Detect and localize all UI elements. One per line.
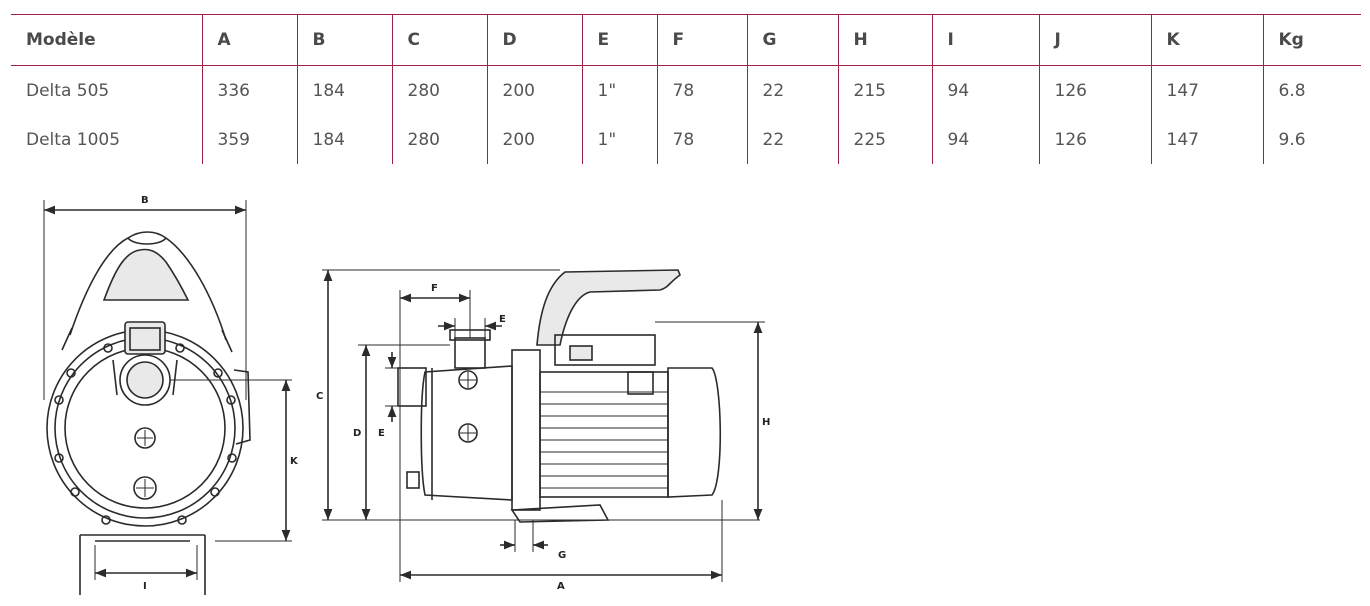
- col-header-e: E: [581, 14, 657, 66]
- pump-front-view: B K I: [43, 195, 299, 595]
- col-header-i: I: [931, 14, 1039, 66]
- cell-j: 126: [1038, 65, 1151, 115]
- cell-c: 280: [391, 65, 487, 115]
- cell-a: 336: [201, 65, 297, 115]
- dim-label-d: D: [353, 428, 361, 439]
- dim-label-e-side: E: [378, 428, 385, 439]
- col-header-j: J: [1038, 14, 1151, 66]
- col-header-f: F: [656, 14, 747, 66]
- table-row: Delta 1005 359 184 280 200 1" 78 22 225 …: [11, 115, 1361, 164]
- cell-f: 78: [656, 65, 747, 115]
- cell-model: Delta 1005: [26, 129, 121, 150]
- col-header-a: A: [201, 14, 297, 66]
- dim-label-a: A: [557, 581, 565, 592]
- cell-i: 94: [931, 65, 1039, 115]
- cell-j: 126: [1038, 115, 1151, 164]
- cell-a: 359: [201, 115, 297, 164]
- cell-b: 184: [296, 65, 392, 115]
- cell-e: 1": [581, 65, 657, 115]
- cell-g: 22: [746, 115, 838, 164]
- col-header-c: C: [391, 14, 487, 66]
- col-header-k: K: [1150, 14, 1263, 66]
- cell-h: 215: [837, 65, 932, 115]
- cell-g: 22: [746, 65, 838, 115]
- pump-side-view: F E C D E H G A: [316, 269, 770, 592]
- cell-b: 184: [296, 115, 392, 164]
- dim-label-b: B: [141, 195, 149, 206]
- cell-e: 1": [581, 115, 657, 164]
- cell-i: 94: [931, 115, 1039, 164]
- dimensions-table: Modèle A B C D E F G H I J K Kg Delta 50…: [11, 14, 1361, 164]
- dim-label-e-top: E: [499, 314, 506, 325]
- dim-label-c: C: [316, 391, 323, 402]
- col-header-b: B: [296, 14, 392, 66]
- col-header-g: G: [746, 14, 838, 66]
- cell-k: 147: [1150, 65, 1263, 115]
- bolt-holes: [54, 333, 237, 525]
- col-header-kg: Kg: [1262, 14, 1361, 66]
- dim-label-f: F: [431, 283, 438, 294]
- cell-d: 200: [486, 65, 582, 115]
- table-row: Delta 505 336 184 280 200 1" 78 22 215 9…: [11, 65, 1361, 115]
- cell-kg: 6.8: [1262, 65, 1361, 115]
- dim-label-g: G: [558, 550, 566, 561]
- dim-label-k: K: [290, 456, 299, 467]
- cell-k: 147: [1150, 115, 1263, 164]
- cell-kg: 9.6: [1262, 115, 1361, 164]
- col-header-d: D: [486, 14, 582, 66]
- cell-c: 280: [391, 115, 487, 164]
- cell-h: 225: [837, 115, 932, 164]
- cell-d: 200: [486, 115, 582, 164]
- dim-label-i: I: [143, 581, 147, 592]
- cell-f: 78: [656, 115, 747, 164]
- table-header-row: Modèle A B C D E F G H I J K Kg: [11, 14, 1361, 66]
- col-header-model: Modèle: [26, 30, 96, 50]
- cooling-fins: [540, 391, 668, 489]
- col-header-h: H: [837, 14, 932, 66]
- cell-model: Delta 505: [26, 80, 110, 101]
- dim-label-h: H: [762, 417, 770, 428]
